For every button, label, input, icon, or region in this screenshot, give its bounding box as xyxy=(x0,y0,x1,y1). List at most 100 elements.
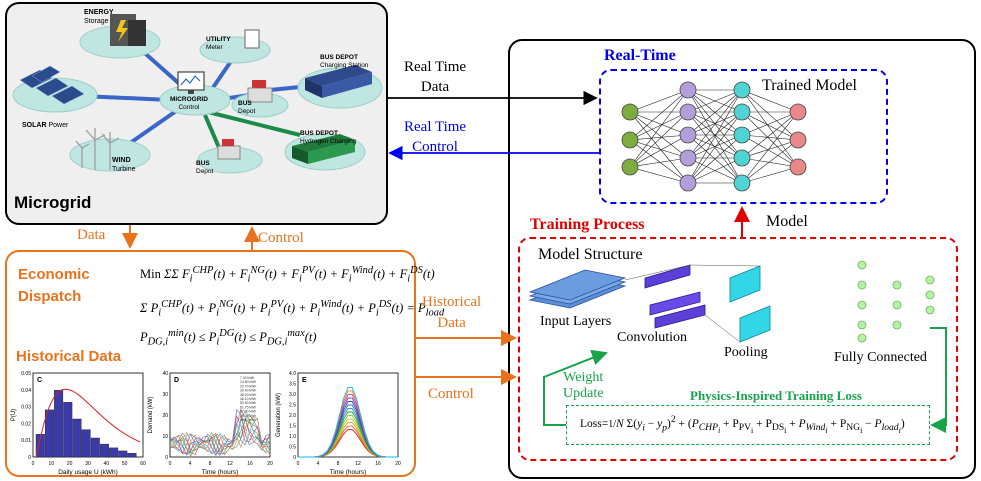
nn-edge xyxy=(629,134,689,141)
legend-entry: 61.75 kWh xyxy=(240,405,256,409)
realtime-box xyxy=(599,69,888,204)
nn-neuron xyxy=(733,149,751,167)
plot-xtick: 20 xyxy=(67,461,73,467)
loss-equation: Loss=1/N Σ(yi − yp)2 + (PCHPi + PPVi + P… xyxy=(580,414,905,436)
convolution-label: Convolution xyxy=(617,330,688,345)
plot-xtick: 60 xyxy=(140,461,146,467)
plot-ytick: 0.5 xyxy=(289,445,296,451)
demand-line xyxy=(169,410,271,454)
solar-panels-icon xyxy=(19,65,85,105)
nn-edge xyxy=(741,111,799,136)
nn-neuron xyxy=(789,103,807,121)
hydrogen-bus-icon xyxy=(292,134,355,164)
nn-edge xyxy=(629,89,689,113)
legend-entry: 87.30 kWh xyxy=(240,410,256,414)
dispatch-balance: Σ PiCHP(t) + PiNG(t) + PiPV(t) + PiWind(… xyxy=(140,299,445,319)
histogram-bar xyxy=(81,429,91,458)
nn-neuron xyxy=(679,103,697,121)
plot-ytick: 2.5 xyxy=(289,403,296,409)
nn-neuron xyxy=(621,158,639,176)
demand-line xyxy=(169,408,271,456)
nn-edge xyxy=(741,139,799,184)
nn-neuron xyxy=(679,126,697,144)
model-structure-label: Model Structure xyxy=(538,246,643,263)
histogram-bar xyxy=(35,434,45,458)
fully-connected-nodes xyxy=(857,260,935,343)
utility-meter-icon xyxy=(244,29,260,49)
bus-depot-building-icon xyxy=(247,80,273,103)
legend-entry: 95.10 kWh xyxy=(240,418,256,422)
microgrid-monitor-icon xyxy=(177,71,205,94)
nn-neuron xyxy=(789,131,807,149)
plot-ytick: 0.04 xyxy=(21,388,31,394)
legend-entry: 30.40 kWh xyxy=(240,389,256,393)
nn-edge xyxy=(629,111,689,168)
microgrid-title: Microgrid xyxy=(14,193,92,212)
nn-neuron xyxy=(733,103,751,121)
plot-xtick: 0 xyxy=(297,461,300,467)
dispatch-bounds: PDG,imin(t) ≤ PiDG(t) ≤ PDG,imax(t) xyxy=(140,328,317,348)
nn-neuron xyxy=(679,81,697,99)
demand-line xyxy=(169,413,271,454)
legend-entry: 22.70 kWh xyxy=(240,384,256,388)
nn-edge xyxy=(687,134,743,159)
plot-xtick: 12 xyxy=(355,461,361,467)
plot-xtick: 8 xyxy=(337,461,340,467)
nn-edge xyxy=(741,111,799,184)
plot-xtick: 20 xyxy=(395,461,401,467)
battery-storage-icon xyxy=(110,14,146,46)
nn-neuron xyxy=(733,126,751,144)
legend-entry: 14.80 kWh xyxy=(240,380,256,384)
cnn-connectors xyxy=(624,264,761,343)
wind-turbine-icon xyxy=(75,128,120,170)
convolution-stack xyxy=(644,264,706,329)
plot-xtick: 10 xyxy=(49,461,55,467)
nn-edge xyxy=(687,111,743,184)
plot-xtick: 4 xyxy=(317,461,320,467)
histogram-bar xyxy=(109,447,119,458)
plot-xtick: 0 xyxy=(169,461,172,467)
nn-edge xyxy=(741,89,799,168)
histogram-bar xyxy=(72,418,82,458)
histogram-bar xyxy=(90,437,100,458)
nn-edge xyxy=(741,139,799,159)
nn-neuron xyxy=(789,158,807,176)
nn-edge xyxy=(741,157,799,168)
demand-line xyxy=(169,416,271,456)
nn-edge xyxy=(629,166,689,184)
plot-ytick: 3.5 xyxy=(289,382,296,388)
nn-edge xyxy=(629,89,689,168)
histogram-bar xyxy=(127,453,137,458)
plot-ytick: 4.0 xyxy=(289,371,296,377)
plot-xtick: 50 xyxy=(122,461,128,467)
histogram-bar xyxy=(54,389,64,458)
model-arrow-label: Model xyxy=(766,213,808,230)
plot-xlabel: Daily usage U (kWh) xyxy=(58,469,118,476)
legend-entry: 7.00 kWh xyxy=(240,376,254,380)
nn-neuron xyxy=(621,131,639,149)
plot-xtick: 30 xyxy=(85,461,91,467)
input-layers-label: Input Layers xyxy=(540,314,612,329)
demand-line xyxy=(169,415,271,455)
nn-edge xyxy=(687,89,743,159)
legend-entry: 46.10 kWh xyxy=(240,397,256,401)
plot-ytick: 10 xyxy=(162,434,168,440)
nn-edge xyxy=(741,89,799,141)
plot-xtick: 0 xyxy=(32,461,35,467)
nn-neuron xyxy=(679,149,697,167)
nn-edge xyxy=(741,111,799,141)
plot-xtick: 20 xyxy=(267,461,273,467)
nn-edge xyxy=(687,89,743,136)
microgrid-hydrogen-links xyxy=(199,108,301,151)
